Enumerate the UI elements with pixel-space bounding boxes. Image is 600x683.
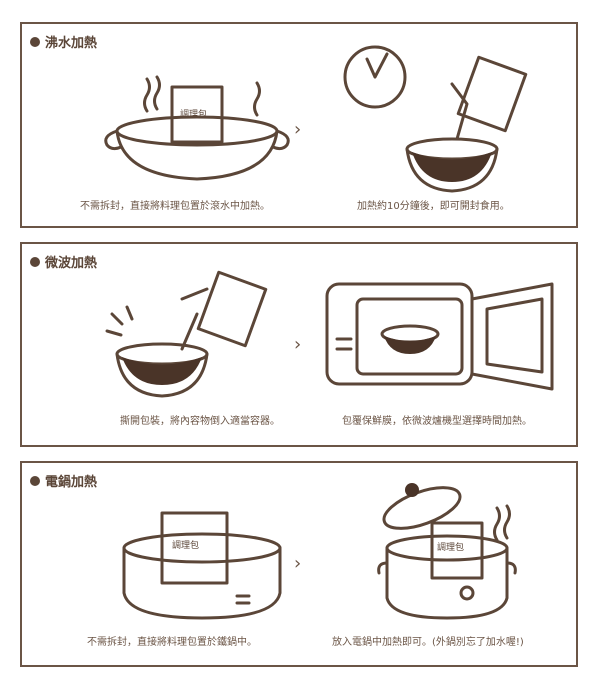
section-title: 沸水加熱	[45, 36, 98, 51]
step-caption: 不需拆封，直接將料理包置於鐵鍋中。	[87, 637, 257, 648]
microwave-illustration	[325, 282, 554, 391]
rice-cooker-illustration: 調理包	[377, 483, 517, 620]
pour-bowl-illustration	[105, 270, 268, 398]
section-title: 微波加熱	[45, 256, 98, 271]
bullet-icon	[30, 256, 40, 267]
next-arrow-icon: ›	[294, 119, 302, 140]
section-rice-cooker: 電鍋加熱 調理包 › 調理包 不需拆封，直接將料理包置於鐵鍋中。 放入電鍋中加熱…	[20, 461, 578, 667]
clock-bowl-pouch-illustration	[343, 45, 528, 193]
step-caption: 放入電鍋中加熱即可。(外鍋別忘了加水喔!)	[332, 637, 524, 648]
step-caption: 加熱約10分鐘後，即可開封食用。	[357, 201, 510, 212]
section-title: 電鍋加熱	[45, 475, 98, 490]
bullet-icon	[30, 36, 40, 47]
inner-pot-pouch-illustration: 調理包	[122, 511, 282, 620]
section-boiling: 沸水加熱 調理包 › 不需拆封，直接將料理包置於滾水中加熱。 加熱約10分鐘後，…	[20, 22, 578, 228]
section-microwave: 微波加熱 › 撕開包裝，將內容物倒入適當容器。 包覆保鮮膜，依微波爐機型選擇時間…	[20, 242, 578, 447]
next-arrow-icon: ›	[294, 553, 302, 574]
step-caption: 包覆保鮮膜，依微波爐機型選擇時間加熱。	[342, 416, 532, 427]
pouch-label: 調理包	[172, 539, 199, 551]
step-caption: 撕開包裝，將內容物倒入適當容器。	[120, 416, 280, 427]
pouch-label: 調理包	[437, 541, 464, 553]
next-arrow-icon: ›	[294, 334, 302, 355]
bullet-icon	[30, 475, 40, 486]
pot-with-pouch-illustration: 調理包	[104, 75, 290, 181]
step-caption: 不需拆封，直接將料理包置於滾水中加熱。	[80, 201, 270, 212]
